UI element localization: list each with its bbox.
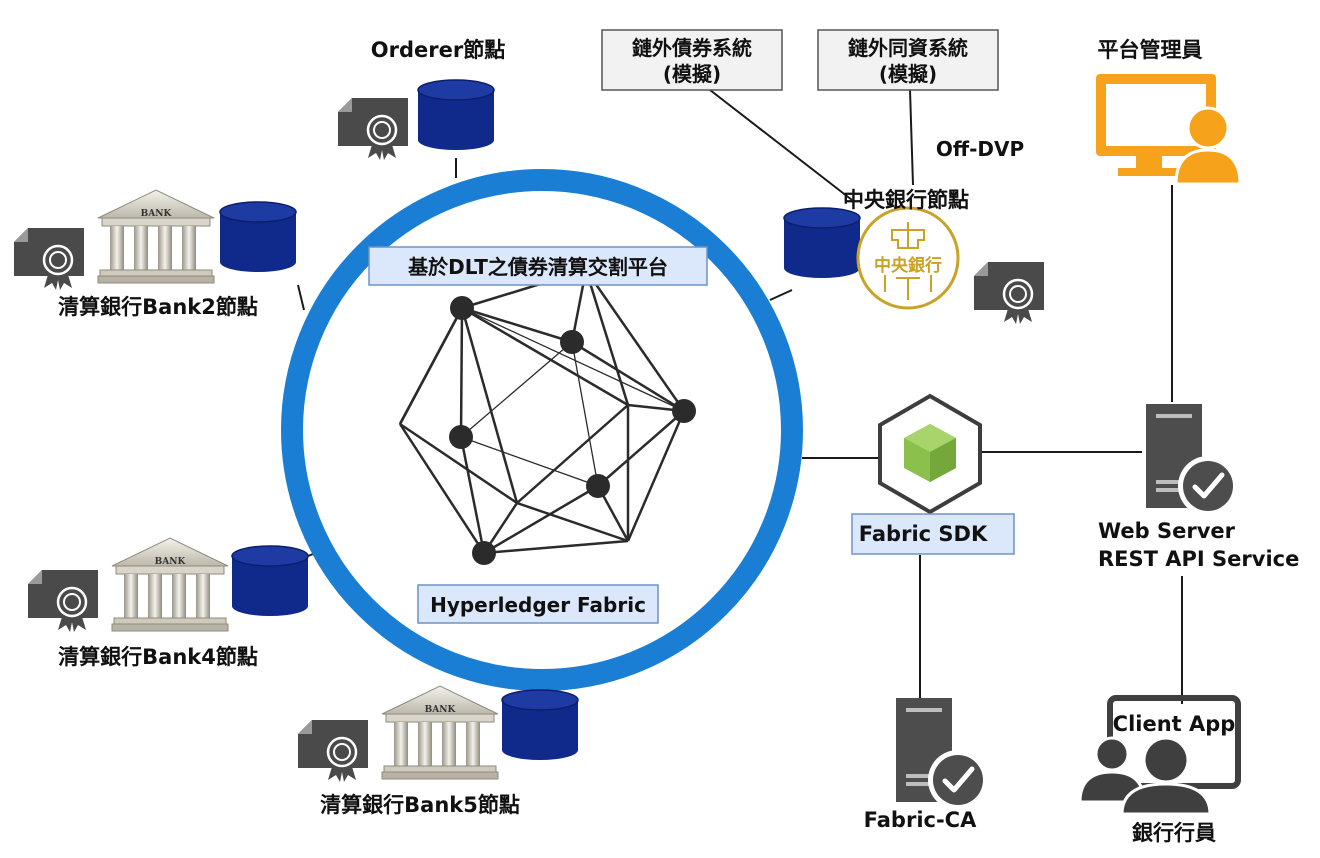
off-dvp-label: Off-DVP: [936, 137, 1024, 161]
database-icon: [231, 545, 309, 617]
bank-building-icon: [97, 189, 215, 284]
bank-building-icon: [111, 537, 229, 632]
central-bank-seal-icon: 中央銀行: [856, 206, 960, 310]
external-bond-system-sublabel: (模擬): [663, 62, 721, 86]
certificate-icon: [972, 260, 1046, 326]
bank-sign: BANK: [155, 557, 187, 567]
rest-api-service-label: REST API Service: [1098, 547, 1299, 571]
bank5-node: BANK 清算銀行Bank5節點: [296, 685, 579, 817]
orderer-node: Orderer節點: [336, 38, 505, 162]
fabric-sdk: Fabric SDK: [851, 393, 1015, 555]
hyperledger-fabric-box: Hyperledger Fabric: [417, 584, 659, 624]
hyperledger-fabric-label: Hyperledger Fabric: [430, 593, 646, 617]
bank2-node: BANK 清算銀行Bank2節點: [12, 189, 297, 319]
database-icon: [783, 207, 861, 279]
database-icon: [219, 201, 297, 273]
external-fund-system-label: 鏈外同資系統: [848, 36, 968, 60]
external-fund-system-sublabel: (模擬): [879, 62, 937, 86]
server-check-icon: [896, 698, 988, 810]
hyperledger-logo-icon: [398, 268, 696, 565]
platform-admin-label: 平台管理員: [1098, 38, 1203, 62]
bank4-node-label: 清算銀行Bank4節點: [58, 645, 258, 669]
bank2-node-label: 清算銀行Bank2節點: [58, 295, 258, 319]
sdk-cube-icon: [878, 393, 982, 515]
fabric-sdk-label: Fabric SDK: [859, 522, 988, 546]
external-fund-system: 鏈外同資系統 (模擬): [817, 29, 999, 91]
central-bank-node: 中央銀行 中央銀行節點 Off-DVP: [783, 137, 1046, 326]
certificate-icon: [26, 568, 100, 634]
bank4-node: BANK 清算銀行Bank4節點: [26, 537, 309, 669]
bank-building-icon: [381, 685, 499, 780]
database-icon: [501, 689, 579, 761]
admin-monitor-icon: [1096, 74, 1242, 186]
database-icon: [417, 79, 495, 151]
connection-lines: [297, 89, 1183, 704]
client-app-label: Client App: [1113, 712, 1236, 736]
bank-teller-label: 銀行行員: [1132, 821, 1216, 845]
external-bond-system-label: 鏈外債券系統: [632, 36, 752, 60]
central-bank-seal-text: 中央銀行: [874, 255, 942, 276]
bank-sign: BANK: [141, 209, 173, 219]
platform-title: 基於DLT之債券清算交割平台: [408, 255, 668, 279]
certificate-icon: [12, 226, 86, 292]
platform-admin: 平台管理員: [1096, 38, 1242, 186]
client-app: Client App 銀行行員: [1078, 695, 1241, 845]
fabric-network-ring: [281, 169, 803, 691]
fabric-ca: Fabric-CA: [864, 698, 988, 832]
certificate-icon: [336, 96, 410, 162]
users-icon: [1078, 695, 1241, 816]
orderer-node-label: Orderer節點: [371, 38, 505, 62]
server-check-icon: [1146, 404, 1238, 516]
certificate-icon: [296, 718, 370, 784]
fabric-ca-label: Fabric-CA: [864, 808, 977, 832]
platform-title-box: 基於DLT之債券清算交割平台: [368, 246, 708, 286]
central-bank-node-label: 中央銀行節點: [843, 188, 969, 212]
bank-sign: BANK: [425, 705, 457, 715]
bank5-node-label: 清算銀行Bank5節點: [320, 793, 520, 817]
external-bond-system: 鏈外債券系統 (模擬): [601, 29, 783, 91]
web-server: Web Server REST API Service: [1098, 404, 1299, 571]
web-server-label: Web Server: [1098, 519, 1236, 543]
